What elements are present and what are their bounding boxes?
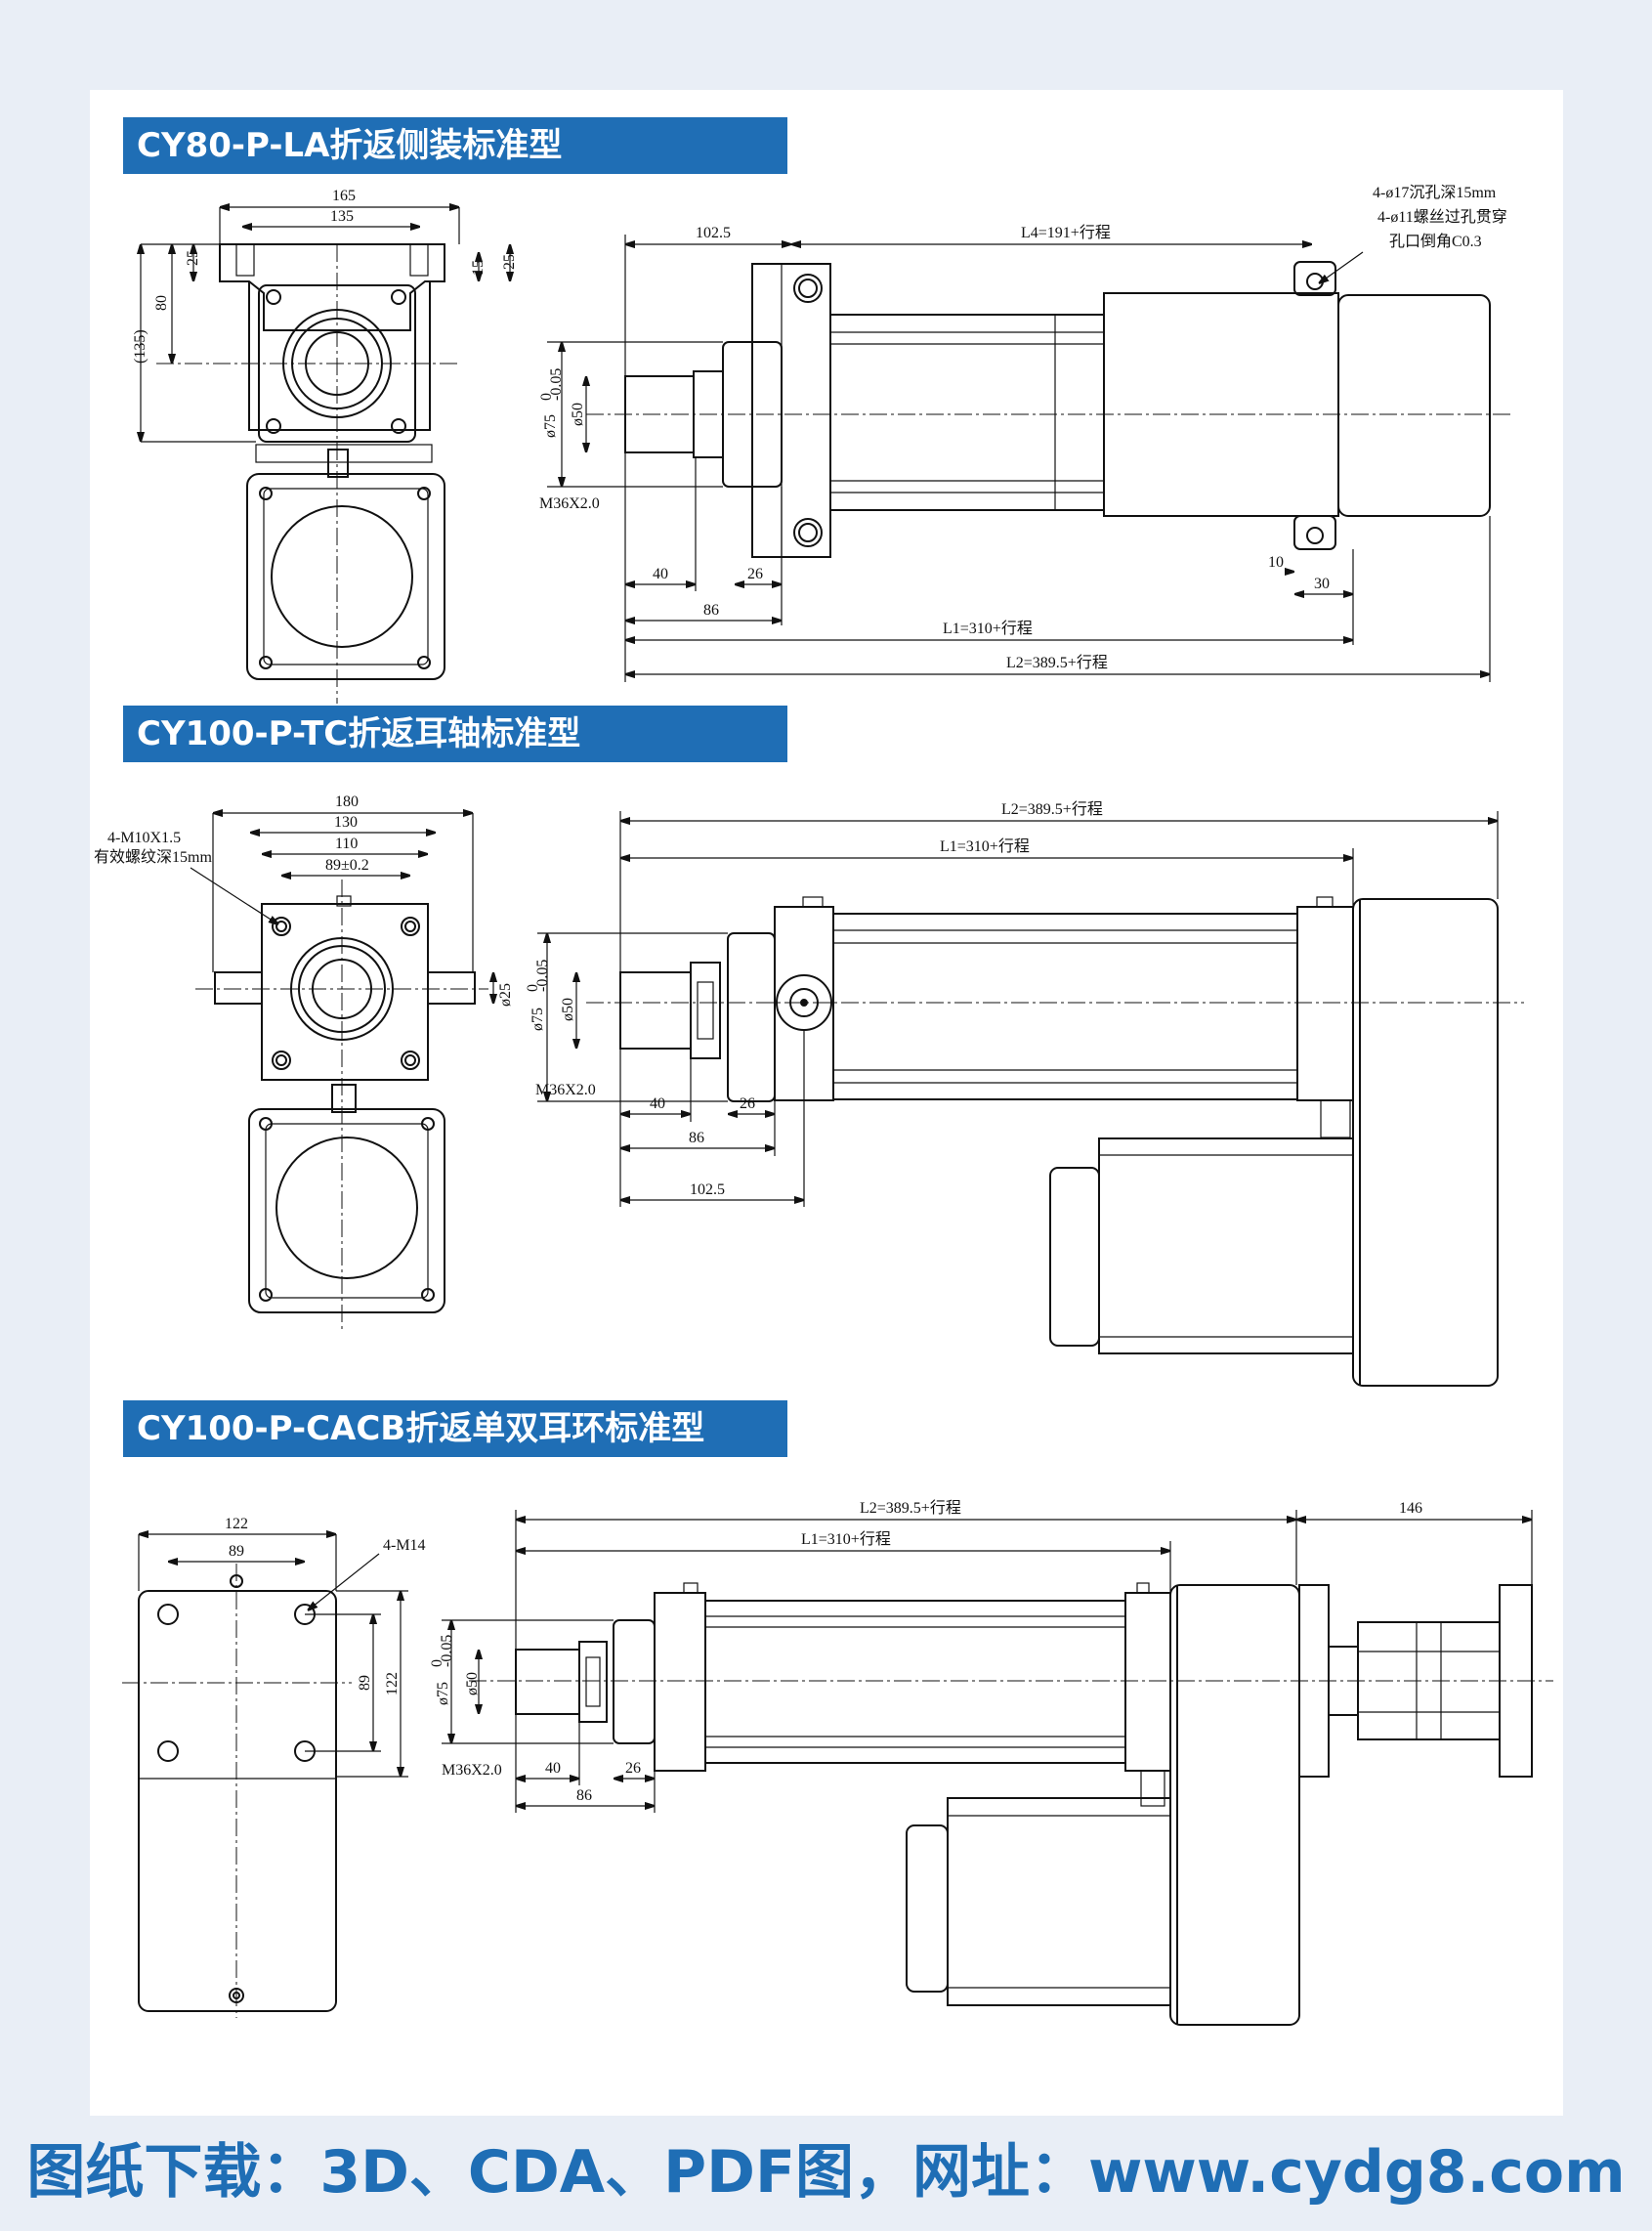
note-chamfer: 孔口倒角C0.3: [1389, 233, 1482, 250]
thread-spec: M36X2.0: [539, 495, 600, 512]
dim-80: 80: [153, 295, 170, 311]
dim-dia50: ø50: [464, 1672, 481, 1695]
dim-86: 86: [576, 1787, 592, 1804]
dim-165: 165: [332, 188, 356, 204]
dim-122-top: 122: [225, 1516, 248, 1532]
dim-dia75: ø75: [542, 414, 559, 438]
dim-l2: L2=389.5+行程: [1006, 654, 1108, 671]
svg-text:-0.05: -0.05: [439, 1635, 455, 1667]
dim-l1: L1=310+行程: [943, 620, 1033, 637]
dim-15: 15: [470, 260, 487, 276]
dim-110: 110: [335, 836, 358, 852]
dim-dia25: ø25: [497, 983, 514, 1007]
cy100-cacb-end-view: 122 89 4-M14 89 122: [122, 1516, 426, 2018]
dim-25-left: 25: [185, 250, 201, 266]
dim-26: 26: [747, 566, 763, 582]
dim-dia50: ø50: [560, 998, 576, 1021]
dim-26: 26: [740, 1095, 755, 1112]
thread-spec: M36X2.0: [442, 1762, 502, 1779]
dim-l4: L4=191+行程: [1021, 224, 1111, 241]
dim-122-side: 122: [384, 1672, 401, 1695]
dim-dia75: ø75: [435, 1682, 451, 1705]
note-counterbore: 4-ø17沉孔深15mm: [1373, 184, 1497, 201]
dim-26: 26: [625, 1760, 641, 1777]
dim-l1: L1=310+行程: [801, 1530, 891, 1548]
download-footer: 图纸下载：3D、CDA、PDF图，网址：www.cydg8.com: [26, 2138, 1626, 2207]
dim-40: 40: [545, 1760, 561, 1777]
dim-30: 30: [1314, 576, 1330, 592]
cy80-side-view: 102.5 L4=191+行程 4-ø17沉孔深15mm 4-ø11螺丝过孔贯穿…: [538, 184, 1514, 682]
dim-25-right: 25: [501, 254, 518, 270]
dim-89-side: 89: [357, 1675, 373, 1691]
dim-40: 40: [650, 1095, 665, 1112]
cy100-tc-end-view: 180 130 110 89±0.2 4-M10X1.5 有效螺纹深15mm ø…: [94, 794, 514, 1329]
dim-10: 10: [1268, 554, 1284, 571]
svg-text:-0.05: -0.05: [548, 368, 565, 401]
note-m14: 4-M14: [383, 1537, 426, 1554]
dim-135: 135: [330, 208, 354, 225]
dim-l2: L2=389.5+行程: [860, 1499, 961, 1517]
note-through-hole: 4-ø11螺丝过孔贯穿: [1377, 208, 1507, 226]
cy100-tc-side-view: L2=389.5+行程 L1=310+行程 ø75 0 -0.05 ø50 M3…: [525, 800, 1524, 1387]
dim-l1: L1=310+行程: [940, 837, 1030, 855]
dim-146: 146: [1399, 1500, 1422, 1517]
section-title-cy100-cacb: CY100-P-CACB折返单双耳环标准型: [123, 1400, 787, 1457]
dim-102-5: 102.5: [690, 1181, 725, 1198]
svg-text:0: 0: [429, 1659, 445, 1667]
dim-dia75: ø75: [529, 1008, 546, 1031]
dim-86: 86: [703, 602, 719, 619]
note-m10: 4-M10X1.5: [107, 830, 181, 846]
svg-text:0: 0: [525, 984, 541, 992]
note-thread-depth: 有效螺纹深15mm: [94, 848, 212, 866]
cy80-end-view: 165 135 25 80 (135) 15 25: [132, 188, 518, 704]
cy100-cacb-side-view: L2=389.5+行程 146 L1=310+行程 ø75 0 -0.05 ø5…: [429, 1499, 1553, 2026]
section-title-cy100-tc: CY100-P-TC折返耳轴标准型: [123, 706, 787, 762]
thread-spec: M36X2.0: [535, 1082, 596, 1098]
dim-86: 86: [689, 1130, 704, 1146]
dim-40: 40: [653, 566, 668, 582]
dim-130: 130: [334, 814, 358, 831]
dim-dia50: ø50: [570, 403, 586, 426]
dim-89-top: 89: [229, 1543, 244, 1560]
dim-180: 180: [335, 794, 359, 810]
dim-135-paren: (135): [132, 329, 148, 364]
svg-text:0: 0: [538, 393, 555, 401]
dim-89: 89±0.2: [325, 857, 369, 874]
svg-text:-0.05: -0.05: [534, 960, 551, 992]
section-title-cy80-la: CY80-P-LA折返侧装标准型: [123, 117, 787, 174]
dim-l2: L2=389.5+行程: [1001, 800, 1103, 818]
dim-102-5: 102.5: [696, 225, 731, 241]
